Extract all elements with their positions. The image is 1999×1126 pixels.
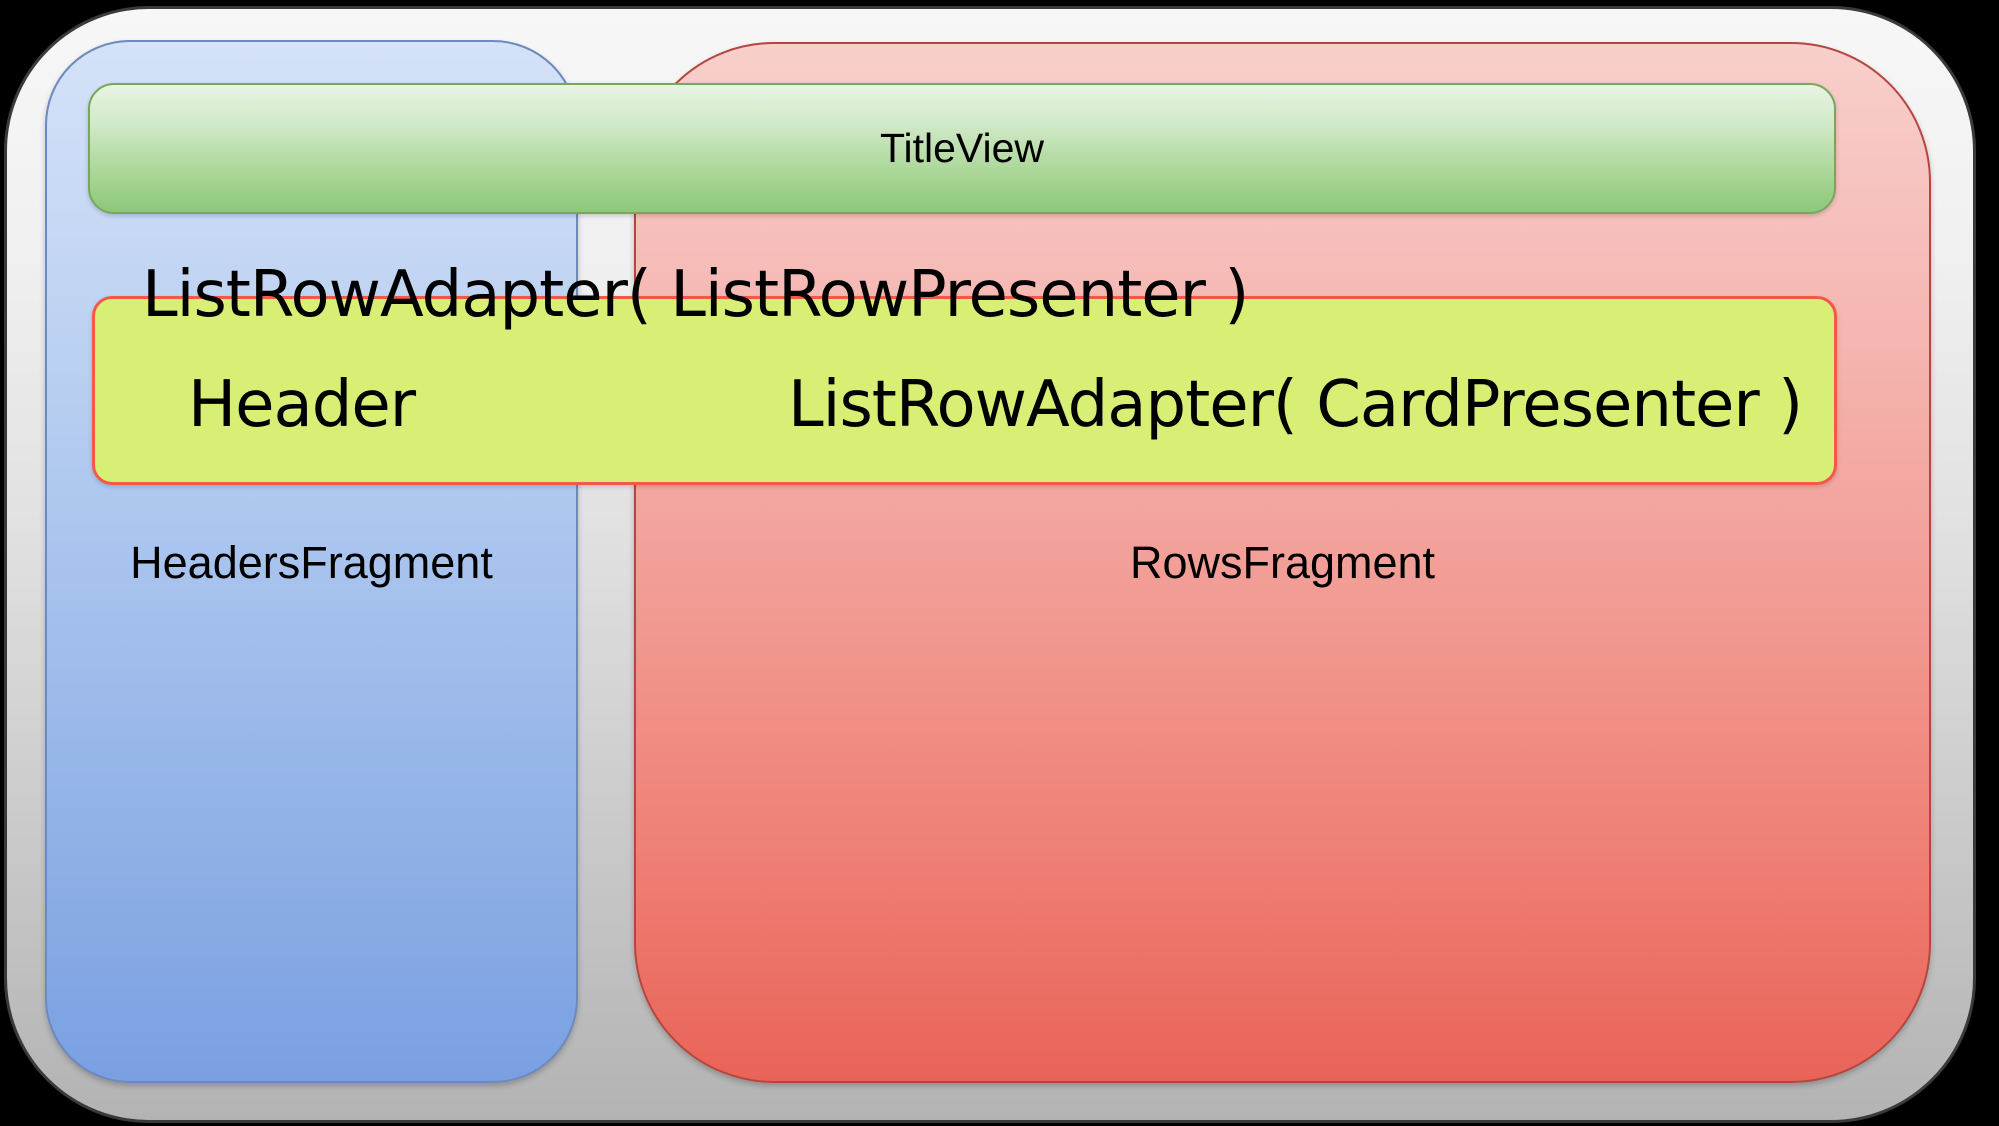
list-row-adapter-label: ListRowAdapter( ListRowPresenter ) bbox=[142, 258, 1249, 332]
rows-fragment-box bbox=[634, 42, 1931, 1083]
list-row-bar bbox=[92, 296, 1837, 485]
title-view-label: TitleView bbox=[879, 125, 1045, 171]
title-view-bar: TitleView bbox=[88, 83, 1836, 214]
headers-fragment-label: HeadersFragment bbox=[130, 537, 493, 588]
header-label: Header bbox=[188, 368, 416, 442]
rows-fragment-label: RowsFragment bbox=[1129, 537, 1436, 588]
card-adapter-label: ListRowAdapter( CardPresenter ) bbox=[788, 368, 1803, 442]
